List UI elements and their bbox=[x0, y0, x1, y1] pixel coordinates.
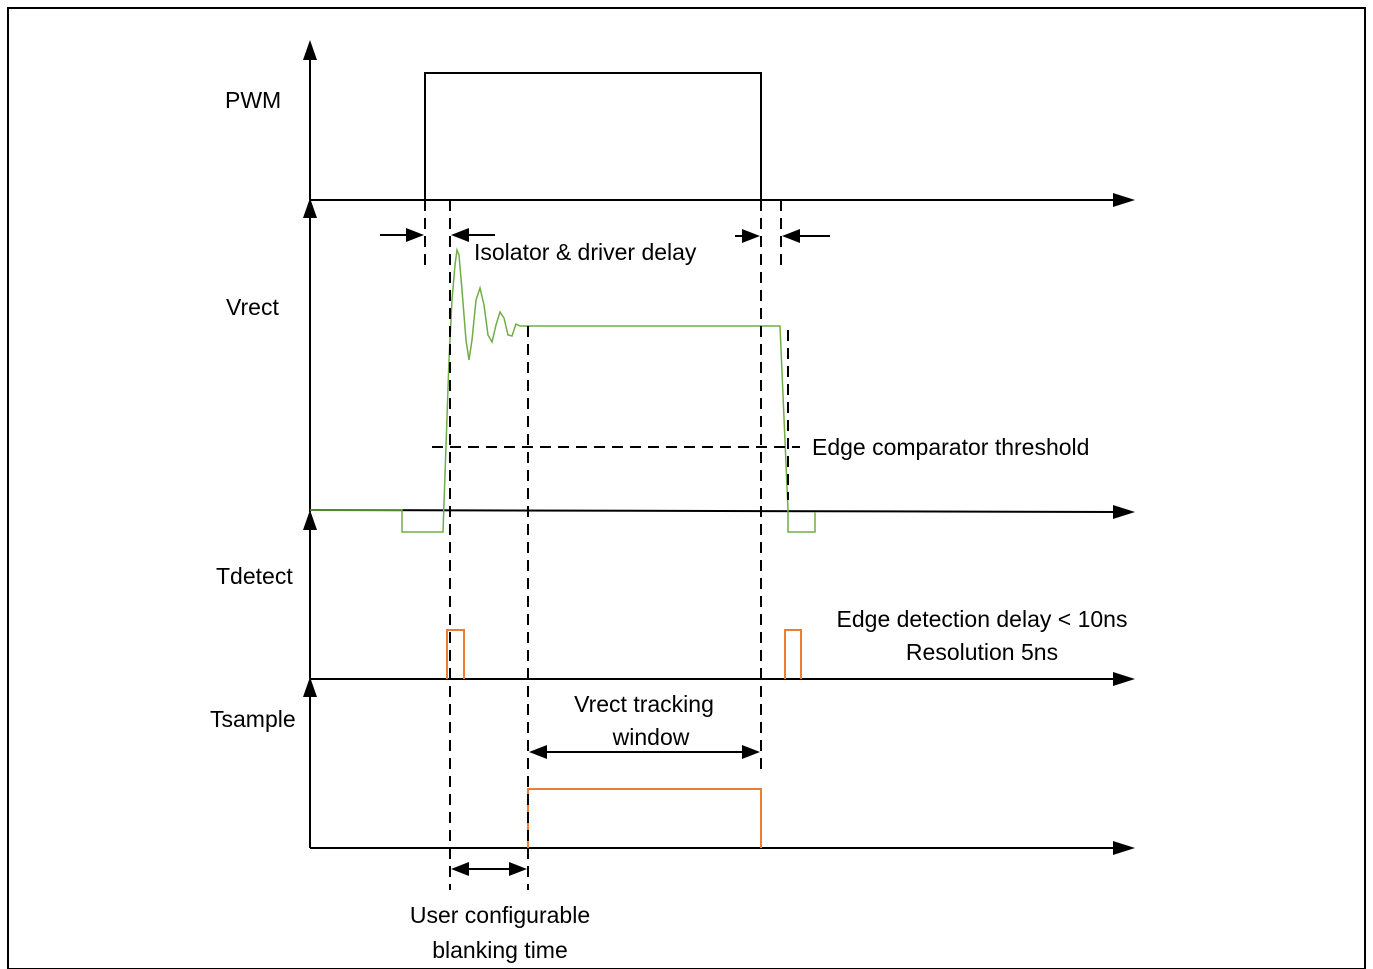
pwm-label: PWM bbox=[225, 87, 281, 113]
dimension-arrows bbox=[380, 228, 830, 876]
vrect-waveform bbox=[310, 247, 816, 533]
tdetect-label: Tdetect bbox=[216, 563, 293, 589]
tsample-label: Tsample bbox=[210, 706, 296, 732]
vrect-axis-arrowhead bbox=[303, 198, 317, 218]
dashed-guides bbox=[424, 200, 800, 890]
tsample-time-arrowhead bbox=[1113, 841, 1135, 855]
pwm-axis-arrowhead bbox=[303, 40, 317, 60]
tracking-window-label-line1: Vrect tracking bbox=[574, 691, 714, 717]
axes bbox=[303, 40, 1135, 855]
pwm-time-arrowhead bbox=[1113, 193, 1135, 207]
tracking-window-label-line2: window bbox=[612, 724, 690, 750]
arrow-delay-rise-left bbox=[406, 228, 424, 242]
isolator-delay-label: Isolator & driver delay bbox=[474, 239, 697, 265]
vrect-time-arrowhead bbox=[1113, 505, 1135, 519]
edge-detection-delay-label: Edge detection delay < 10ns bbox=[837, 606, 1128, 632]
blanking-time-label-line1: User configurable bbox=[410, 902, 590, 928]
tsample-window-pulse bbox=[527, 788, 762, 848]
vrect-time-axis bbox=[309, 509, 1121, 513]
arrow-delay-fall-right bbox=[782, 229, 800, 243]
tdetect-axis-arrowhead bbox=[303, 510, 317, 530]
tdetect-pulse-falling bbox=[784, 629, 802, 679]
tsample-axis-arrowhead bbox=[303, 677, 317, 697]
resolution-label: Resolution 5ns bbox=[906, 639, 1058, 665]
tdetect-time-arrowhead bbox=[1113, 672, 1135, 686]
pwm-waveform bbox=[310, 72, 762, 201]
arrow-delay-fall-left bbox=[742, 229, 760, 243]
vrect-label: Vrect bbox=[226, 294, 279, 320]
arrow-delay-rise-right bbox=[451, 228, 469, 242]
blanking-time-label-line2: blanking time bbox=[432, 937, 568, 963]
figure-frame bbox=[7, 7, 1366, 969]
tdetect-pulse-rising bbox=[446, 629, 465, 679]
edge-threshold-label: Edge comparator threshold bbox=[812, 434, 1089, 460]
